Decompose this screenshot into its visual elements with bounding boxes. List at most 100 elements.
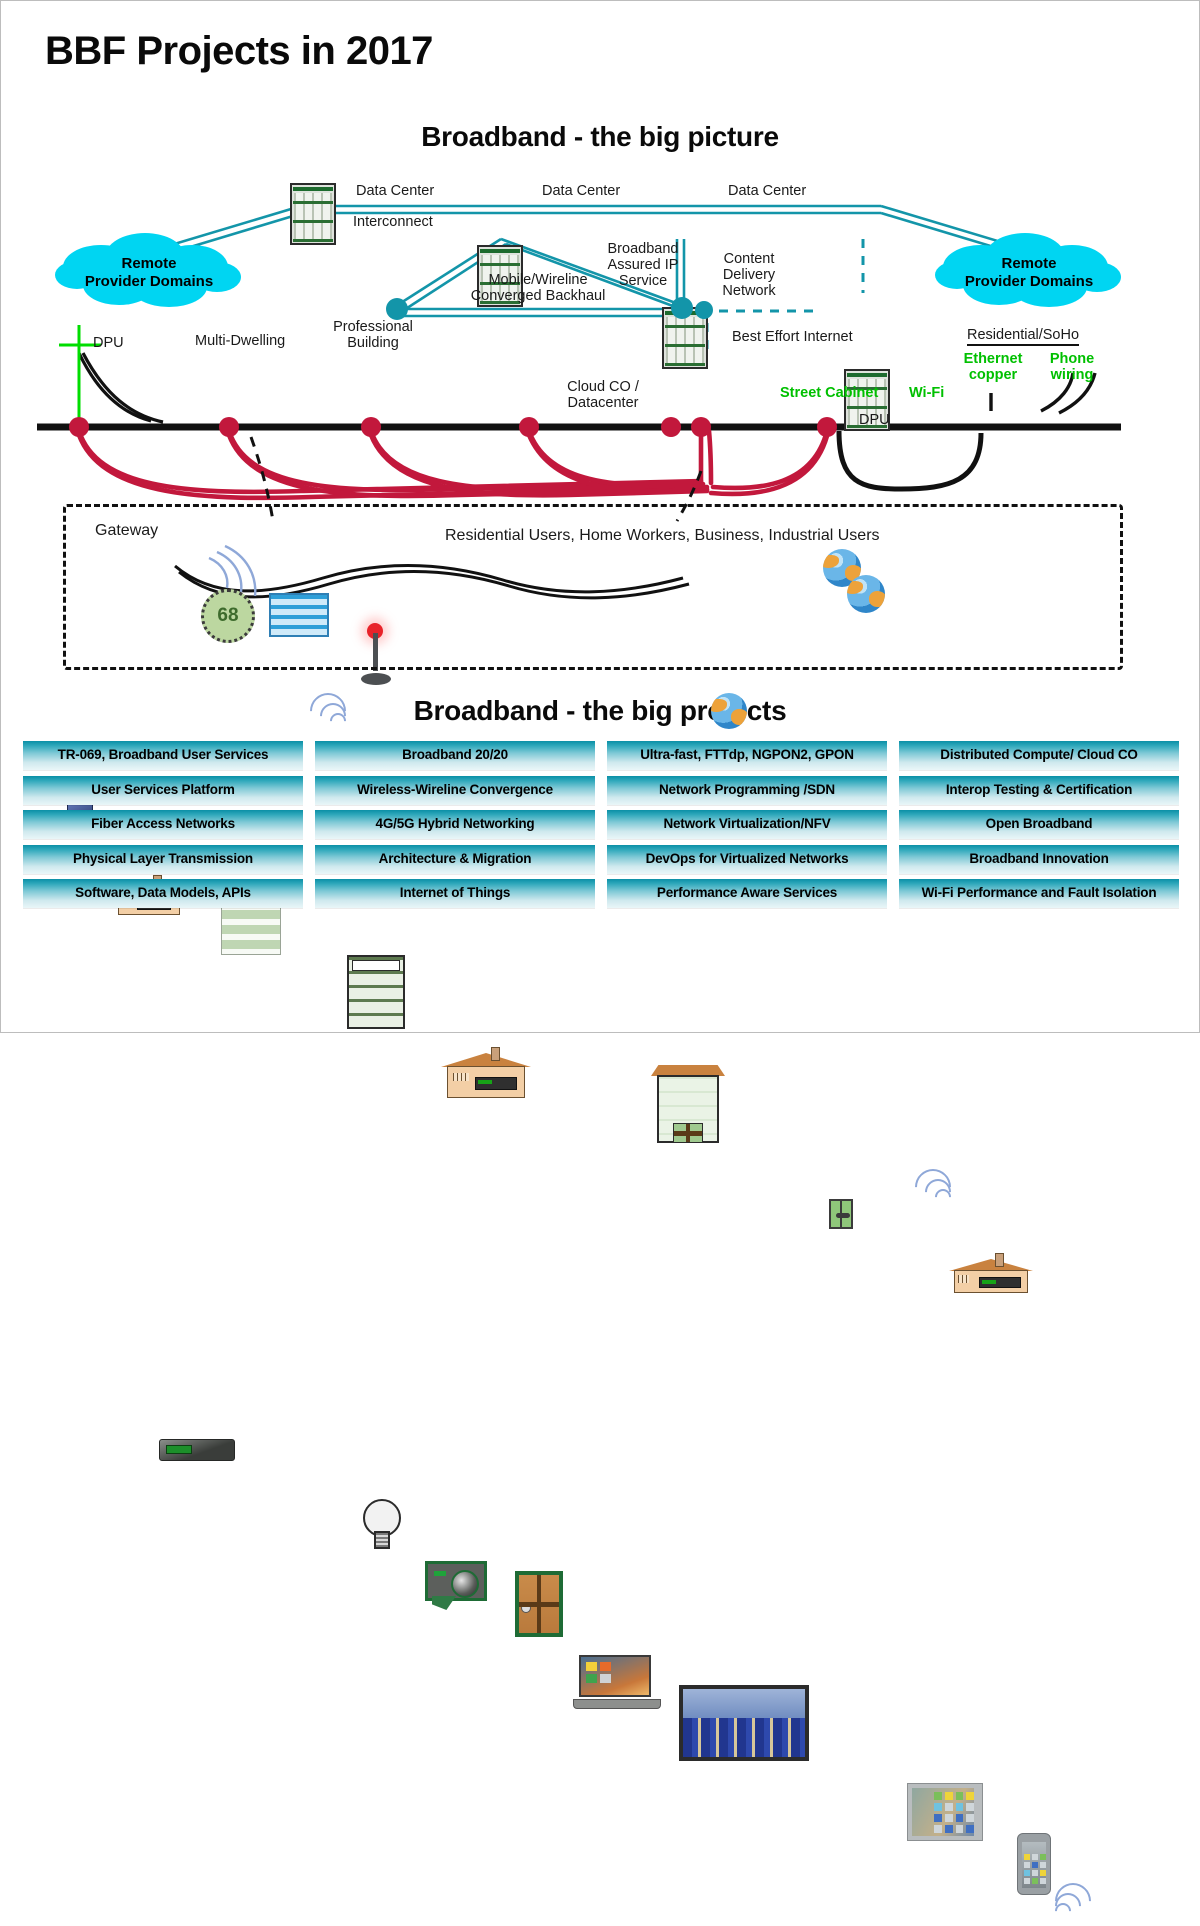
fiber-node-5 [661, 417, 681, 437]
house-icon-residential [949, 1253, 1033, 1293]
gateway-device-icon [159, 1439, 235, 1461]
label-ethernet-copper: Ethernet copper [963, 351, 1023, 384]
data-center-icon-4 [844, 369, 890, 431]
radio-waves-icon-phone [1047, 1875, 1099, 1926]
fiber-node-2 [219, 417, 239, 437]
project-label: Broadband Innovation [969, 850, 1109, 866]
project-label: Network Virtualization/NFV [663, 816, 831, 831]
label-broadband-assured-ip-service: Broadband Assured IP Service [607, 241, 679, 290]
project-box-c3-r4[interactable]: DevOps for Virtualized Networks [607, 844, 887, 874]
fiber-node-7 [817, 417, 837, 437]
home-devices-box [63, 504, 1123, 670]
data-center-icon-2 [477, 245, 523, 307]
television-device-icon [679, 1685, 809, 1761]
label-gateway: Gateway [95, 522, 159, 539]
globe-icon-cloud-co [711, 693, 747, 729]
label-dpu-cabinet: DPU [859, 412, 890, 428]
projects-grid: TR-069, Broadband User Services Broadban… [23, 741, 1179, 908]
project-label: DevOps for Virtualized Networks [645, 850, 849, 866]
project-box-c4-r5[interactable]: Wi-Fi Performance and Fault Isolation [899, 879, 1179, 908]
project-label: 4G/5G Hybrid Networking [375, 816, 535, 831]
security-camera-device-icon [425, 1561, 487, 1610]
project-label: Internet of Things [399, 885, 511, 900]
label-dpu-left: DPU [93, 335, 124, 351]
tablet-device-icon [907, 1783, 983, 1841]
label-cloud-co-datacenter: Cloud CO / Datacenter [567, 379, 639, 412]
label-residential-soho: Residential/SoHo [967, 327, 1080, 347]
project-label: Physical Layer Transmission [73, 850, 253, 866]
project-box-c4-r1[interactable]: Distributed Compute/ Cloud CO [899, 741, 1179, 770]
network-node-cdn [695, 301, 713, 319]
house-icon-2 [441, 1047, 531, 1099]
fiber-node-3 [361, 417, 381, 437]
project-box-c2-r4[interactable]: Architecture & Migration [315, 844, 595, 874]
radio-waves-icon-tower [302, 685, 354, 737]
fiber-node-4 [519, 417, 539, 437]
smart-bulb-device-icon [363, 1499, 401, 1549]
project-box-c2-r5[interactable]: Internet of Things [315, 879, 595, 908]
project-label: User Services Platform [91, 781, 235, 797]
project-box-c3-r2[interactable]: Network Programming /SDN [607, 775, 887, 805]
project-box-c2-r2[interactable]: Wireless-Wireline Convergence [315, 775, 595, 805]
project-box-c3-r1[interactable]: Ultra-fast, FTTdp, NGPON2, GPON [607, 741, 887, 770]
project-label: Wi-Fi Performance and Fault Isolation [921, 885, 1157, 900]
wifi-waves-icon [907, 1161, 959, 1213]
label-phone-wiring: Phone wiring [1049, 351, 1095, 384]
smartphone-device-icon [1017, 1833, 1051, 1895]
cloud-shape-icon [55, 233, 241, 307]
project-box-c2-r3[interactable]: 4G/5G Hybrid Networking [315, 810, 595, 839]
network-node-mobile [386, 298, 408, 320]
project-box-c1-r5[interactable]: Software, Data Models, APIs [23, 879, 303, 908]
globe-icon-internet-1 [823, 549, 861, 587]
water-sensor-device-icon [269, 593, 329, 637]
label-data-center-1: Data Center [356, 183, 435, 199]
project-box-c4-r4[interactable]: Broadband Innovation [899, 844, 1179, 874]
project-box-c1-r4[interactable]: Physical Layer Transmission [23, 844, 303, 874]
thermostat-device-icon: 68 [201, 589, 255, 643]
laptop-device-icon [573, 1655, 661, 1709]
data-center-icon-1 [290, 183, 336, 245]
cell-tower-icon [353, 623, 397, 685]
cloud-shape-icon [935, 233, 1121, 307]
project-box-c2-r1[interactable]: Broadband 20/20 [315, 741, 595, 770]
cloud-co-building-icon [651, 1065, 725, 1143]
dpu-cabinet-icon [829, 1199, 853, 1229]
fiber-node-6 [691, 417, 711, 437]
professional-building-icon [347, 955, 405, 1029]
label-multi-dwelling: Multi-Dwelling [195, 333, 286, 349]
label-street-cabinet: Street Cabinet [780, 385, 879, 401]
project-label: Ultra-fast, FTTdp, NGPON2, GPON [640, 747, 854, 762]
project-label: Software, Data Models, APIs [75, 885, 251, 900]
label-data-center-3: Data Center [728, 183, 807, 199]
section-title-big-picture: Broadband - the big picture [421, 121, 779, 152]
project-label: Architecture & Migration [378, 850, 532, 866]
page-title: BBF Projects in 2017 [45, 29, 433, 73]
project-label: Distributed Compute/ Cloud CO [940, 747, 1138, 762]
project-box-c3-r3[interactable]: Network Virtualization/NFV [607, 810, 887, 839]
label-data-center-2: Data Center [542, 183, 621, 199]
label-converged-backhaul: Mobile/Wireline Converged Backhaul [470, 272, 606, 305]
project-label: Interop Testing & Certification [945, 781, 1133, 797]
project-box-c3-r5[interactable]: Performance Aware Services [607, 879, 887, 908]
fiber-node-1 [69, 417, 89, 437]
cloud-remote-provider-domains-left: Remote Provider Domains [49, 231, 249, 314]
project-label: Network Programming /SDN [659, 781, 835, 797]
smart-door-device-icon [515, 1571, 563, 1637]
project-box-c4-r3[interactable]: Open Broadband [899, 810, 1179, 839]
project-box-c4-r2[interactable]: Interop Testing & Certification [899, 775, 1179, 805]
label-wifi: Wi-Fi [909, 385, 945, 401]
project-box-c1-r3[interactable]: Fiber Access Networks [23, 810, 303, 839]
label-professional-building: Professional Building [333, 319, 413, 352]
label-best-effort-internet: Best Effort Internet [732, 329, 853, 345]
project-label: Fiber Access Networks [91, 816, 235, 831]
project-label: Open Broadband [985, 816, 1093, 831]
globe-icon-internet-2 [847, 575, 885, 613]
project-box-c1-r1[interactable]: TR-069, Broadband User Services [23, 741, 303, 770]
project-box-c1-r2[interactable]: User Services Platform [23, 775, 303, 805]
label-interconnect: Interconnect [353, 214, 433, 230]
project-label: Performance Aware Services [656, 885, 838, 900]
cloud-remote-provider-domains-right: Remote Provider Domains [929, 231, 1129, 314]
project-label: Wireless-Wireline Convergence [357, 781, 553, 797]
network-node-cloud-co [671, 297, 693, 319]
